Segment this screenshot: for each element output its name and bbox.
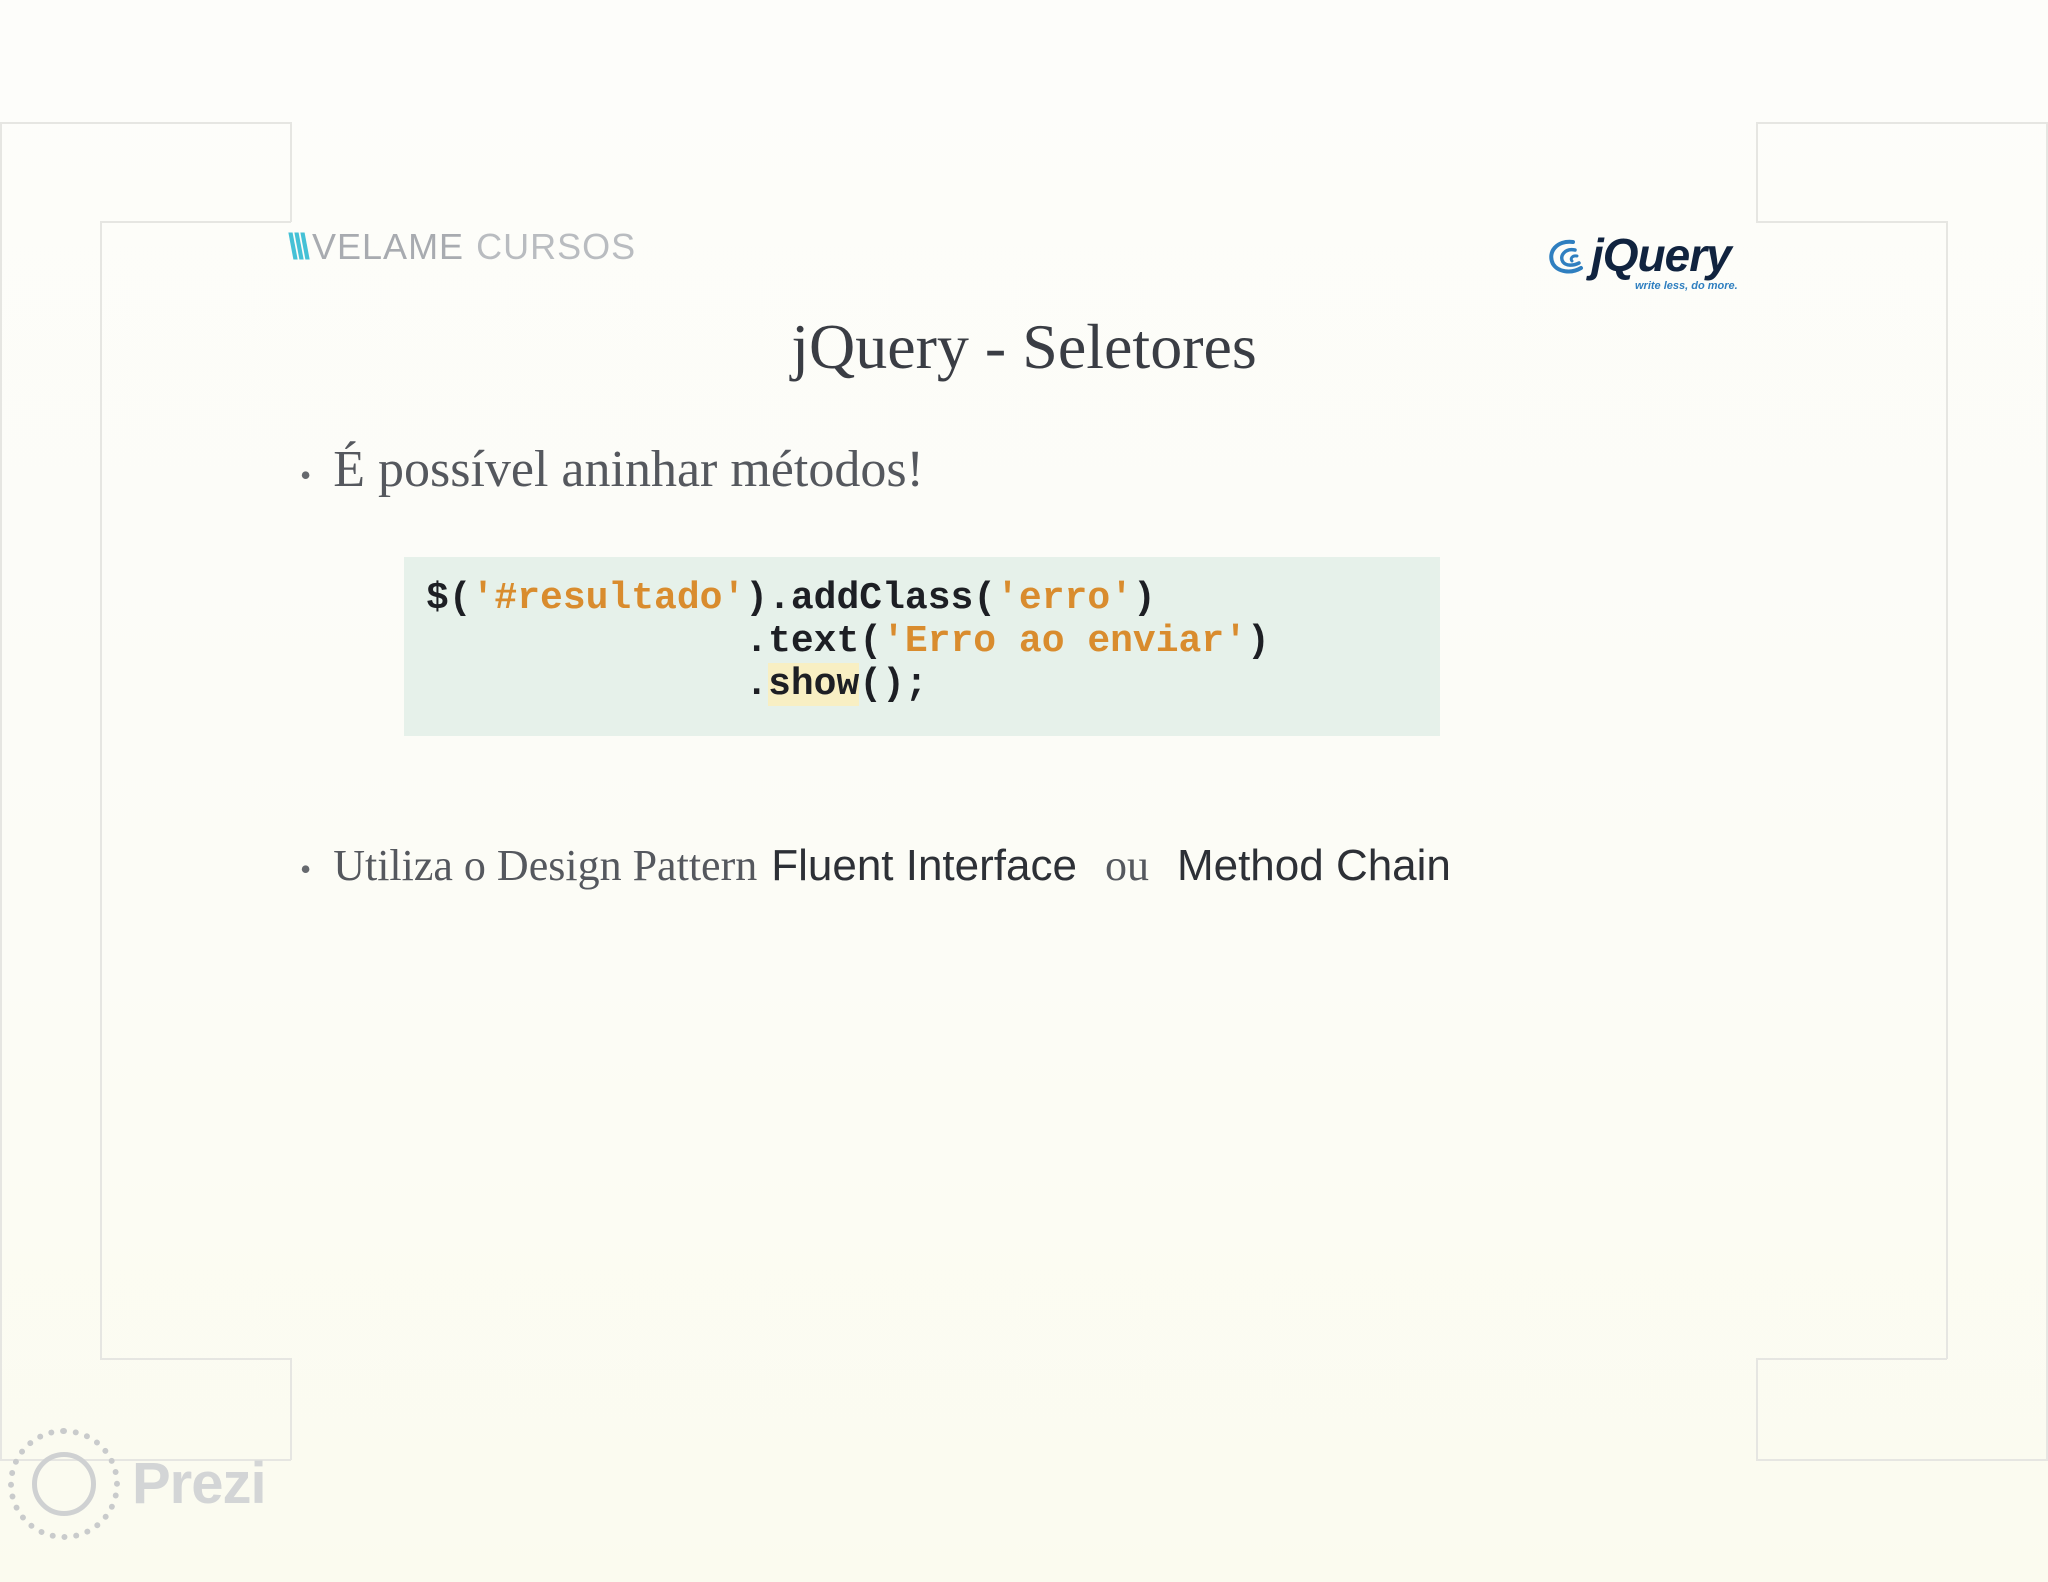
- bullet-text-or: ou: [1104, 841, 1149, 890]
- frame-bottom-inner-right: [1756, 1358, 1947, 1360]
- code-line-1: $('#resultado').addClass('erro'): [426, 577, 1156, 620]
- frame-bottom-right: [1756, 1459, 2048, 1461]
- prezi-badge[interactable]: Prezi: [8, 1428, 268, 1548]
- prezi-wordmark: Prezi: [132, 1451, 267, 1516]
- bullet-text-intro: Utiliza o Design Pattern: [333, 841, 758, 890]
- code-line-2: .text('Erro ao enviar'): [745, 620, 1270, 663]
- jquery-swirl-icon: [1549, 239, 1583, 274]
- frame-top-inner-right: [1756, 221, 1947, 223]
- frame-top-left-step: [290, 122, 292, 222]
- jquery-logo-word: jQuery: [1591, 229, 1732, 281]
- slide-title: jQuery - Seletores: [791, 311, 1257, 382]
- frame-left-inner: [100, 221, 102, 1359]
- velame-cursos-logo: \\\VELAME CURSOS: [288, 226, 636, 268]
- frame-bottom-inner-left: [100, 1358, 291, 1360]
- code-snippet: $('#resultado').addClass('erro') .text('…: [404, 557, 1440, 736]
- code-line-3: .show();: [745, 663, 928, 706]
- frame-right-outer: [2046, 122, 2048, 1460]
- jquery-logo: jQuery write less, do more.: [1545, 228, 1765, 298]
- bullet-dot: •: [300, 457, 312, 493]
- frame-bottom-right-step: [1756, 1358, 1758, 1460]
- frame-top-right-step: [1756, 122, 1758, 222]
- bullet-design-pattern: • Utiliza o Design Pattern Fluent Interf…: [300, 840, 1451, 891]
- brand-word-velame: VELAME: [312, 226, 465, 267]
- bullet-text: É possível aninhar métodos!: [333, 441, 924, 498]
- frame-top-inner: [100, 221, 291, 223]
- frame-top-right: [1756, 122, 2048, 124]
- brand-word-cursos: CURSOS: [476, 226, 637, 267]
- prezi-logo-icon: [8, 1428, 120, 1540]
- frame-bottom-left-step: [290, 1358, 292, 1460]
- frame-right-inner: [1946, 221, 1948, 1359]
- fluent-interface-term: Fluent Interface: [771, 841, 1077, 890]
- frame-top-left: [0, 122, 291, 124]
- bullet-dot: •: [300, 851, 312, 887]
- frame-left-outer: [0, 122, 2, 1460]
- method-chain-term: Method Chain: [1176, 841, 1451, 890]
- brand-slashes: \\\: [288, 226, 310, 267]
- jquery-logo-tagline: write less, do more.: [1635, 280, 1738, 292]
- frame-bottom-left: [0, 1459, 291, 1461]
- bullet-nested-methods: • É possível aninhar métodos!: [300, 440, 924, 499]
